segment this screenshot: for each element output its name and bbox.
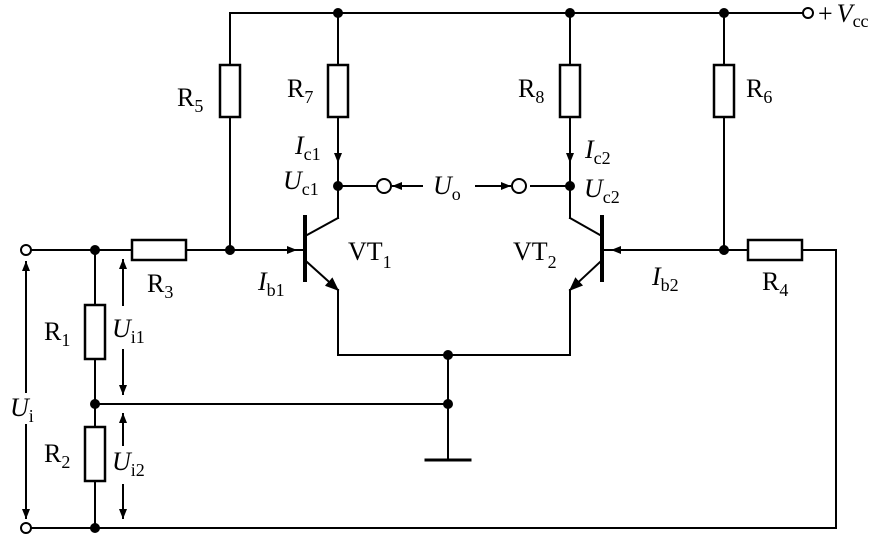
r3-label: R3 [147, 269, 173, 302]
vt1-label: VT1 [348, 237, 392, 272]
r2-label: R2 [44, 439, 70, 472]
r8-label: R8 [518, 74, 544, 107]
output-terminal-left[interactable] [376, 178, 392, 194]
r5-branch [218, 12, 242, 251]
vt2-label: VT2 [513, 237, 557, 272]
r1-label: R1 [44, 317, 70, 350]
ib1-label: Ib1 [257, 267, 285, 300]
resistor-r2 [83, 425, 107, 483]
input-terminal-top[interactable] [20, 244, 32, 256]
r5-label: R5 [177, 83, 203, 116]
uc1-label: Uc1 [283, 166, 319, 199]
resistor-r8 [558, 63, 582, 119]
uo-label: Uo [433, 171, 461, 204]
ic2-label: Ic2 [584, 135, 611, 168]
output-port [337, 178, 571, 194]
transistor-vt1 [303, 215, 340, 356]
output-terminal-right[interactable] [511, 178, 527, 194]
right-input-network [601, 238, 837, 529]
resistor-r6 [712, 63, 736, 119]
resistor-r1 [83, 303, 107, 361]
r7-label: R7 [287, 74, 313, 107]
junction-dot [225, 245, 235, 255]
ib2-label: Ib2 [651, 262, 679, 295]
input-terminal-bottom[interactable] [20, 522, 32, 534]
junction-dot [719, 245, 729, 255]
vcc-label: +Vcc [818, 0, 869, 31]
vcc-rail [229, 7, 814, 19]
r6-label: R6 [746, 74, 772, 107]
emitter-ground [337, 350, 571, 462]
resistor-r3 [130, 238, 188, 262]
ui1-label: Ui1 [112, 314, 145, 347]
left-input-network [20, 238, 837, 534]
vcc-terminal[interactable] [802, 7, 814, 19]
ic1-label: Ic1 [294, 131, 321, 164]
r7-branch [326, 12, 350, 219]
r6-branch [712, 12, 736, 251]
ui-label: Ui [10, 393, 34, 426]
r8-branch [558, 12, 582, 219]
uc2-label: Uc2 [584, 174, 620, 207]
ui2-label: Ui2 [112, 447, 145, 480]
resistor-r4 [746, 238, 804, 262]
transistor-vt2 [568, 215, 604, 356]
r4-label: R4 [762, 267, 788, 300]
resistor-r7 [326, 63, 350, 119]
resistor-r5 [218, 63, 242, 119]
